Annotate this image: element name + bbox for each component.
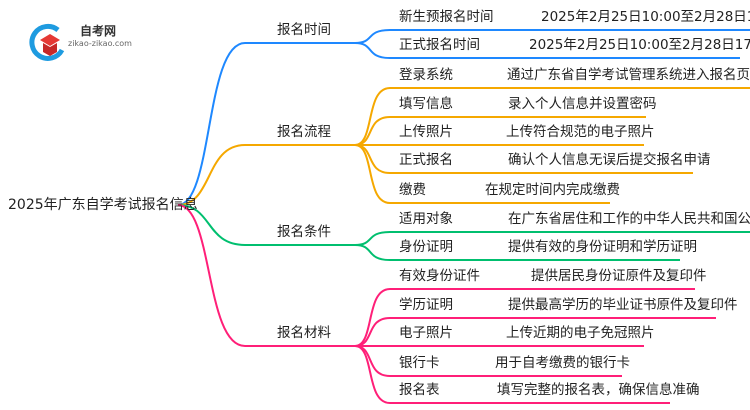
leaf-connector — [354, 144, 610, 204]
leaf-label[interactable]: 电子照片 — [399, 325, 453, 341]
leaf-value: 提供有效的身份证明和学历证明 — [508, 239, 697, 255]
leaf-label[interactable]: 适用对象 — [399, 211, 453, 227]
leaf-label[interactable]: 新生预报名时间 — [399, 9, 494, 25]
branch-topic[interactable]: 报名材料 — [277, 325, 331, 341]
leaf-value: 上传符合规范的电子照片 — [506, 124, 655, 140]
leaf-value: 用于自考缴费的银行卡 — [495, 355, 630, 371]
leaf-label[interactable]: 填写信息 — [399, 96, 453, 112]
leaf-connector — [354, 244, 680, 261]
leaf-connector — [354, 345, 670, 404]
leaf-label[interactable]: 正式报名时间 — [399, 37, 480, 53]
leaf-connector — [354, 87, 750, 146]
leaf-value: 确认个人信息无误后提交报名申请 — [508, 152, 711, 168]
leaf-value: 录入个人信息并设置密码 — [508, 96, 657, 112]
leaf-label[interactable]: 学历证明 — [399, 297, 453, 313]
leaf-label[interactable]: 有效身份证件 — [399, 268, 480, 284]
leaf-label[interactable]: 缴费 — [399, 182, 426, 198]
leaf-value: 提供最高学历的毕业证书原件及复印件 — [508, 297, 738, 313]
branch-connector — [177, 204, 355, 347]
branch-connector — [177, 204, 355, 246]
leaf-label[interactable]: 身份证明 — [399, 239, 453, 255]
leaf-connector — [354, 288, 695, 347]
leaf-label[interactable]: 上传照片 — [399, 124, 453, 140]
root-topic[interactable]: 2025年广东自学考试报名信息 — [8, 197, 198, 213]
leaf-value: 在规定时间内完成缴费 — [485, 182, 620, 198]
leaf-value: 上传近期的电子免冠照片 — [506, 325, 655, 341]
logo-icon — [28, 22, 68, 66]
branch-topic[interactable]: 报名条件 — [277, 224, 331, 240]
leaf-connector — [354, 42, 740, 59]
leaf-value: 2025年2月25日10:00至2月28日12:00 — [541, 9, 750, 25]
branch-topic[interactable]: 报名时间 — [277, 22, 331, 38]
leaf-value: 提供居民身份证原件及复印件 — [531, 268, 707, 284]
leaf-value: 在广东省居住和工作的中华人民共和国公民 — [508, 211, 750, 227]
leaf-label[interactable]: 正式报名 — [399, 152, 453, 168]
branch-connector — [177, 42, 355, 206]
logo-url: zikao-zikao.com — [68, 39, 132, 48]
branch-topic[interactable]: 报名流程 — [277, 124, 331, 140]
leaf-value: 2025年2月25日10:00至2月28日17:00 — [529, 37, 750, 53]
logo-title: 自考网 — [80, 24, 117, 38]
leaf-value: 填写完整的报名表，确保信息准确 — [497, 382, 700, 398]
leaf-value: 通过广东省自学考试管理系统进入报名页面 — [507, 67, 750, 83]
leaf-label[interactable]: 登录系统 — [399, 67, 453, 83]
leaf-label[interactable]: 银行卡 — [399, 355, 440, 371]
branch-connector — [177, 144, 355, 206]
leaf-label[interactable]: 报名表 — [399, 382, 440, 398]
